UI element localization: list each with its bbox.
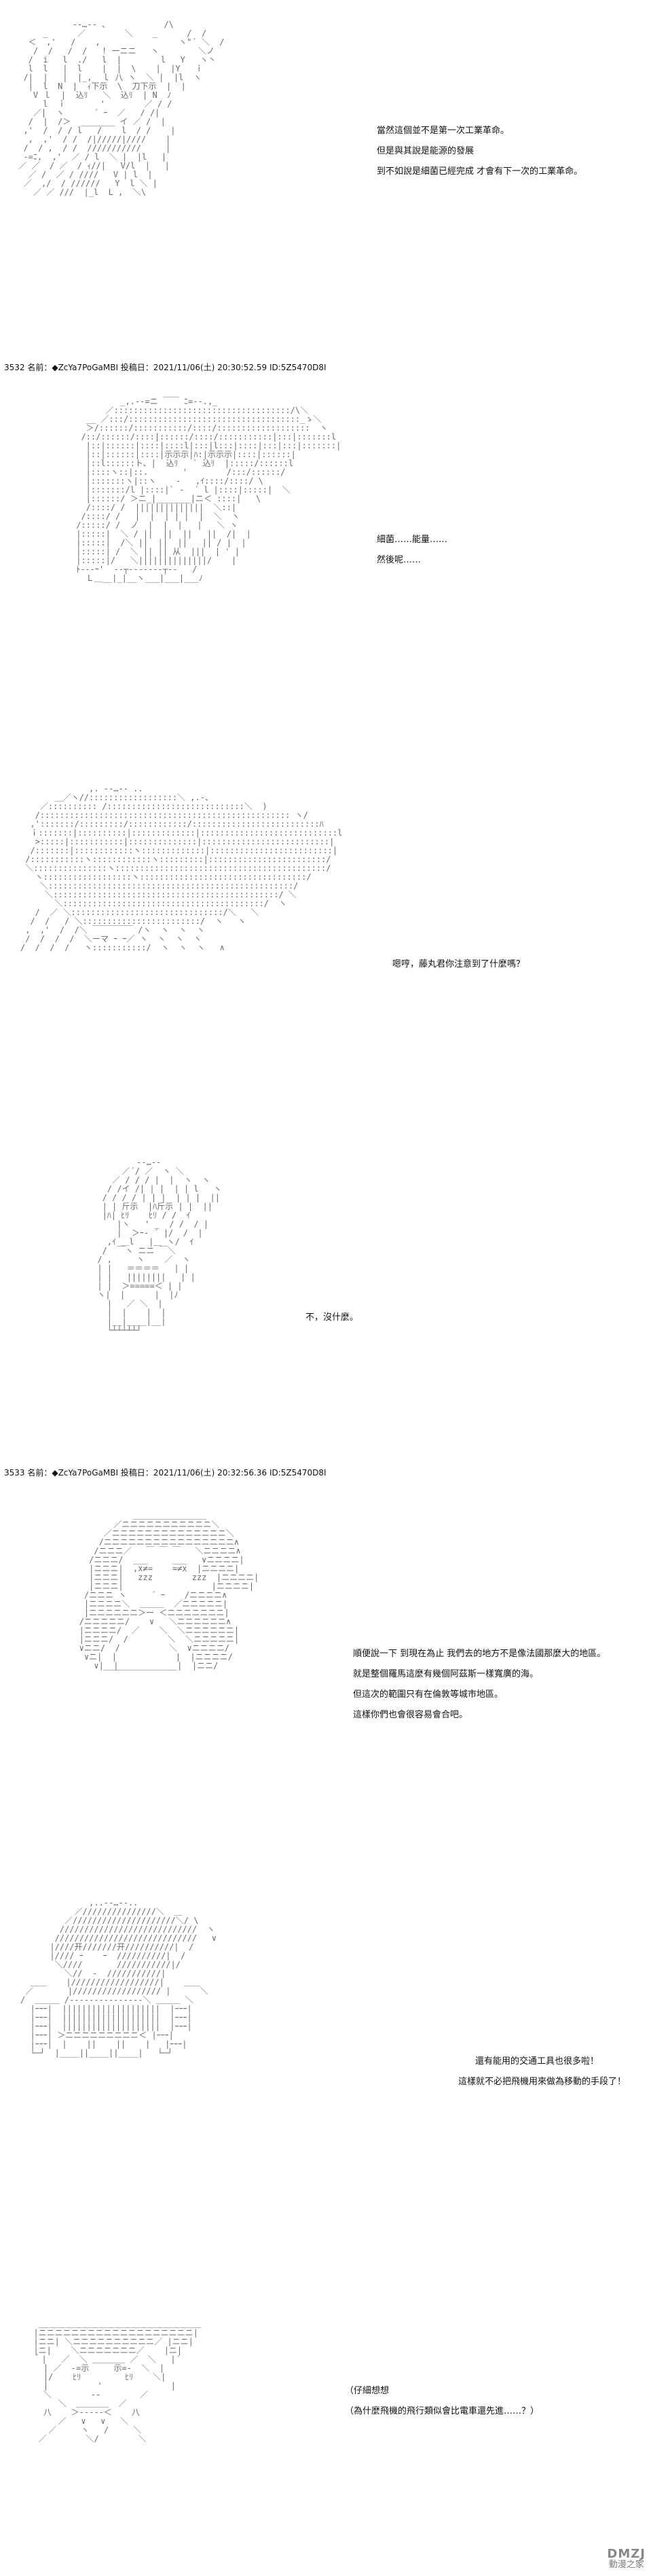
panel-4: -‐…‐- ／´/ ／ ヽ ＼ ／ / / / | | ヽ ヽ / /イ /| … xyxy=(0,1145,651,1467)
dialog-line: 細菌……能量…… xyxy=(377,535,448,545)
panel-1: -‐…‐- 、 /\ _ ／ ＼ _ / / ＜ ,' / , ヽ"´ ＼ / … xyxy=(0,7,651,360)
dialog-line: 這樣就不必把飛機用來做為移動的手段了！ xyxy=(458,2077,627,2087)
panel-5: ＿＿＿＿＿＿＿＿＿ ／ニニニニニニニニニニニ＼ ／ニニニニニニニニニニニニニニ＼… xyxy=(0,1484,651,1838)
watermark-logo: DMZJ xyxy=(607,2547,646,2561)
dialog-block-3: 嗯哼，藤丸君你注意到了什麼嗎？ xyxy=(392,954,525,975)
ascii-art-character-4: -‐…‐- ／´/ ／ ヽ ＼ ／ / / / | | ヽ ヽ / /イ /| … xyxy=(97,1158,222,1335)
ascii-art-character-2: _,.-‐=ニ ￣￣ ﾆ=‐-.,_ ／::::::::::::::::::::… xyxy=(76,397,341,583)
ascii-art-character-6: ,..-‐…‐-.. ／///////////////＼ ＿ ／////////… xyxy=(20,1898,217,2058)
dialog-block-5: 順便說一下 到現在為止 我們去的地方不是像法國那麼大的地區。 就是整個羅馬這麼有… xyxy=(353,1644,606,1725)
panel-6: ,..-‐…‐-.. ／///////////////＼ ＿ ／////////… xyxy=(0,1858,651,2238)
watermark-text: 動漫之家 xyxy=(608,2560,644,2570)
dialog-line: （為什麼飛機的飛行類似會比電車還先進……？） xyxy=(345,2406,540,2416)
post-header: 3532 名前：◆ZcYa7PoGaMBI 投稿日：2021/11/06(土) … xyxy=(4,363,327,372)
dialog-block-7: （仔細想想 （為什麼飛機的飛行類似會比電車還先進……？） xyxy=(345,2381,539,2422)
dialog-line: 就是整個羅馬這麼有幾個阿茲斯一樣寬廣的海。 xyxy=(353,1669,539,1679)
ascii-art-character-7: ＿＿＿＿＿＿＿＿＿＿＿＿＿＿＿＿＿＿＿＿ |ニニニニニニニニニニニニニニニニニニ… xyxy=(33,2319,202,2444)
panel-3: ,. -‐…‐- .. ＿／ヽ//::::::::::::::::::＼ ,.-… xyxy=(0,764,651,1117)
panel-7: ＿＿＿＿＿＿＿＿＿＿＿＿＿＿＿＿＿＿＿＿ |ニニニニニニニニニニニニニニニニニニ… xyxy=(0,2310,651,2576)
dialog-line: （仔細想想 xyxy=(345,2386,390,2396)
dialog-line: 順便說一下 到現在為止 我們去的地方不是像法國那麼大的地區。 xyxy=(353,1649,606,1659)
dialog-line: 然後呢…… xyxy=(377,555,422,565)
dialog-line: 嗯哼，藤丸君你注意到了什麼嗎？ xyxy=(392,959,525,969)
dialog-line: 但是與其說是能源的發展 xyxy=(377,146,475,156)
dialog-block-1: 當然這個並不是第一次工業革命。 但是與其說是能源的發展 到不如說是細菌已經完成 … xyxy=(377,121,582,182)
ascii-art-character-1: -‐…‐- 、 /\ _ ／ ＼ _ / / ＜ ,' / , ヽ"´ ＼ / … xyxy=(18,20,225,197)
ascii-art-character-5: ＿＿＿＿＿＿＿＿＿ ／ニニニニニニニニニニニ＼ ／ニニニニニニニニニニニニニニ＼… xyxy=(79,1511,259,1679)
dialog-line: 到不如說是細菌已經完成 才會有下一次的工業革命。 xyxy=(377,166,583,177)
post-header: 3533 名前：◆ZcYa7PoGaMBI 投稿日：2021/11/06(土) … xyxy=(4,1468,327,1478)
dialog-block-6: 還有能用的交通工具也很多啦！ 這樣就不必把飛機用來做為移動的手段了！ xyxy=(458,2052,626,2092)
dialog-line: 但這次的範圍只有在倫敦等城市地區。 xyxy=(353,1689,504,1700)
dialog-line: 當然這個並不是第一次工業革命。 xyxy=(377,126,510,136)
ascii-art-character-3: ,. -‐…‐- .. ＿／ヽ//::::::::::::::::::＼ ,.-… xyxy=(20,784,343,952)
site-watermark: DMZJ 動漫之家 xyxy=(607,2547,646,2571)
dialog-line: 不，沒什麼。 xyxy=(305,1312,359,1323)
dialog-block-2: 細菌……能量…… 然後呢…… xyxy=(377,530,447,571)
panel-2: _,.-‐=ニ ￣￣ ﾆ=‐-.,_ ／::::::::::::::::::::… xyxy=(0,377,651,754)
dialog-block-4: 不，沒什麼。 xyxy=(305,1308,358,1328)
dialog-line: 還有能用的交通工具也很多啦！ xyxy=(475,2056,599,2067)
dialog-line: 這樣你們也會很容易會合吧。 xyxy=(353,1710,468,1720)
